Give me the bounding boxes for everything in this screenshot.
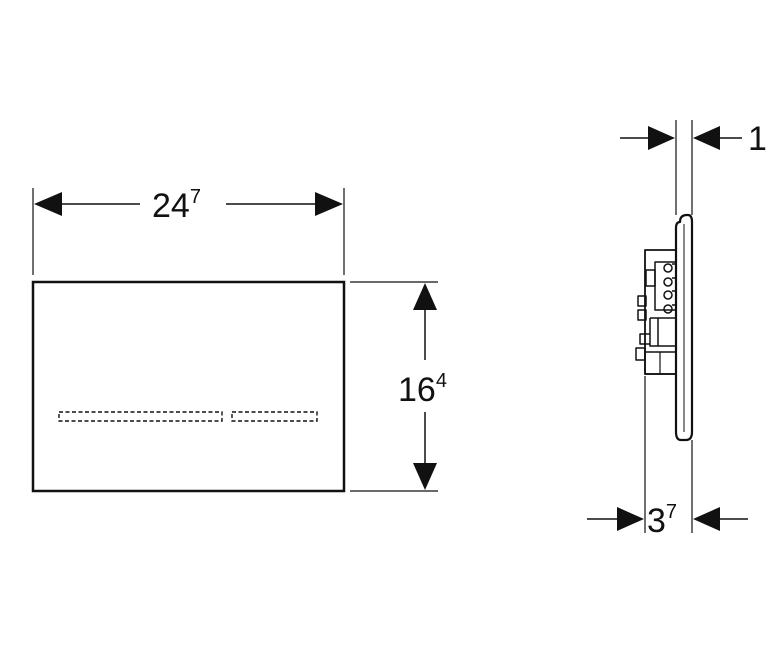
arrowhead-right <box>315 192 343 216</box>
connector-bolts <box>663 263 676 314</box>
width-dimension <box>32 188 345 275</box>
front-view <box>31 280 346 493</box>
side-bottom-label: 37 <box>647 501 677 540</box>
sensor-strip-right <box>231 411 318 422</box>
arrowhead-side-top-right <box>693 126 720 150</box>
height-label: 164 <box>398 370 447 409</box>
width-label: 247 <box>152 186 201 225</box>
side-top-dimension <box>620 120 742 215</box>
side-bottom-dimension <box>587 376 748 533</box>
side-view <box>635 213 694 442</box>
arrowhead-side-top-left <box>648 126 675 150</box>
arrowhead-left <box>34 192 62 216</box>
arrowhead-top <box>413 283 437 310</box>
sensor-strip-left <box>58 411 223 422</box>
arrowhead-side-bottom-left <box>617 507 644 531</box>
height-dimension <box>350 281 438 492</box>
arrowhead-bottom <box>413 463 437 490</box>
arrowhead-side-bottom-right <box>693 507 720 531</box>
side-plate <box>674 213 694 442</box>
front-plate <box>31 280 346 493</box>
side-top-label: 1 <box>748 120 767 158</box>
